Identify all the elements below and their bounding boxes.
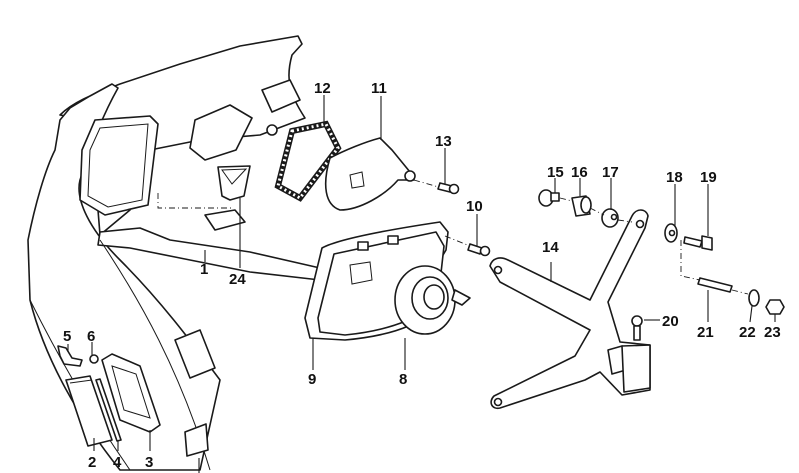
- callout-4: 4: [113, 454, 122, 471]
- axis-line-18: [680, 240, 701, 281]
- axis-line-15-17: [559, 197, 633, 223]
- leader-lines: [67, 95, 776, 473]
- callout-15: 15: [547, 164, 564, 181]
- callout-24: 24: [229, 271, 246, 288]
- callout-11: 11: [371, 80, 387, 97]
- rubber-mount-17: [601, 208, 619, 228]
- screw-small: [89, 354, 99, 364]
- callout-17: 17: [602, 164, 619, 181]
- gasket: [274, 120, 342, 202]
- callout-20: 20: [662, 313, 679, 330]
- callout-labels: 1 2 3 4 5 6 7 8 9 10 11 12 13 14 15 16 1…: [63, 80, 781, 473]
- callout-9: 9: [308, 371, 316, 388]
- bolt: [631, 315, 643, 341]
- cover-screw: [437, 182, 460, 195]
- axis-line-10: [444, 235, 471, 247]
- retaining-clip: [57, 345, 83, 367]
- callout-1: 1: [200, 261, 208, 278]
- callout-21: 21: [697, 324, 714, 341]
- callout-12: 12: [314, 80, 331, 97]
- axis-line-11: [413, 179, 443, 189]
- callout-8: 8: [399, 371, 407, 388]
- callout-13: 13: [435, 133, 452, 150]
- callout-10: 10: [466, 198, 483, 215]
- callout-18: 18: [666, 169, 683, 186]
- cover-cap: [65, 375, 113, 447]
- headlight-screw: [467, 243, 491, 257]
- callout-19: 19: [700, 169, 717, 186]
- carrier-bracket: [489, 209, 651, 410]
- stud-bolt: [697, 277, 733, 293]
- hex-bolt: [683, 235, 713, 251]
- bushing-sleeve: [538, 189, 560, 207]
- callout-3: 3: [145, 454, 153, 471]
- headlight-assembly: [304, 221, 471, 341]
- callout-16: 16: [571, 164, 588, 181]
- air-duct: [217, 165, 251, 201]
- seal-strip: [95, 378, 122, 442]
- axis-line-21: [731, 289, 749, 295]
- washer-small: [748, 289, 760, 307]
- fairing-panel: [27, 35, 321, 471]
- callout-6: 6: [87, 328, 95, 345]
- rubber-mount-16: [571, 195, 592, 217]
- axis-line-24: [157, 193, 232, 209]
- washer: [664, 223, 678, 243]
- cover-plug: [184, 423, 209, 457]
- frame-bezel: [101, 353, 161, 433]
- callout-23: 23: [764, 324, 781, 341]
- hex-nut: [765, 299, 785, 315]
- callout-22: 22: [739, 324, 756, 341]
- headlight-cover: [324, 137, 416, 211]
- callout-14: 14: [542, 239, 559, 256]
- callout-5: 5: [63, 328, 71, 345]
- callout-2: 2: [88, 454, 96, 471]
